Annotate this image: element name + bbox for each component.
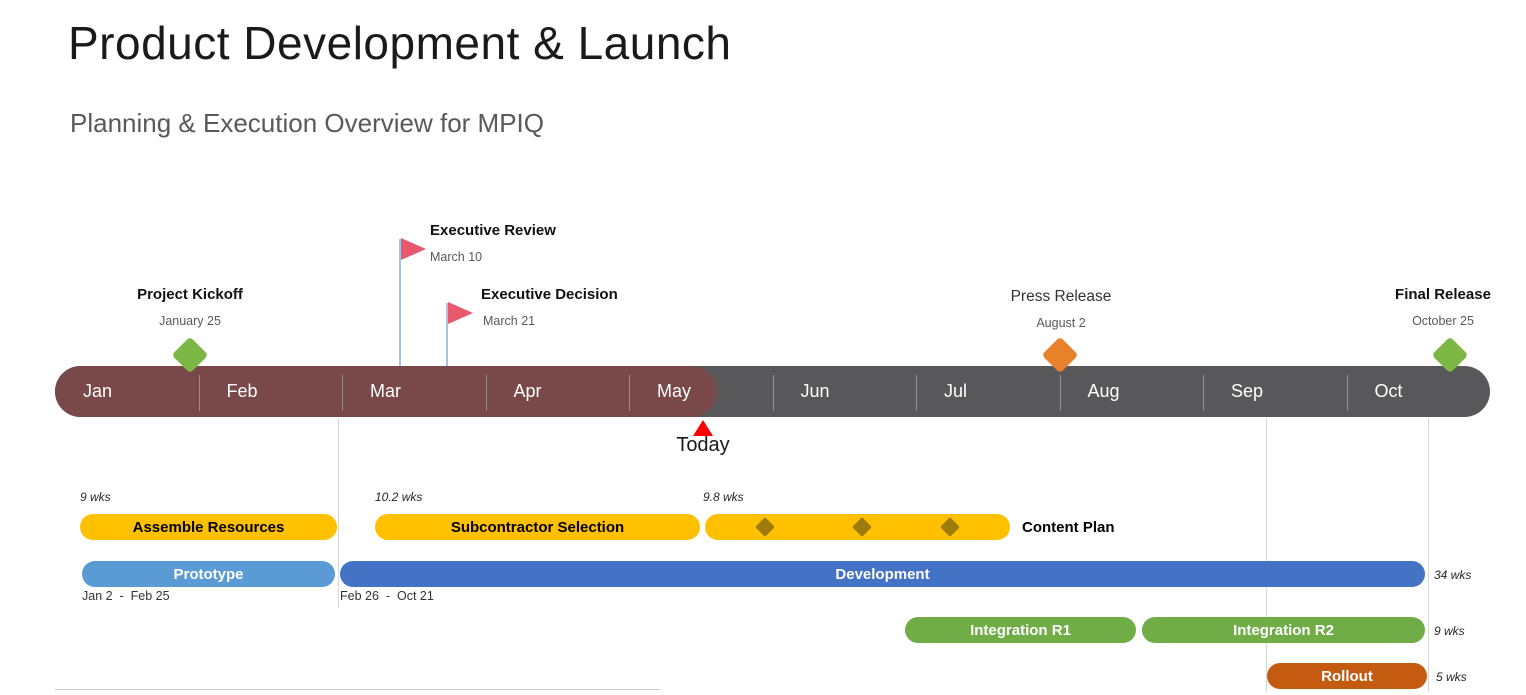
task-bar-assemble-resources: Assemble Resources	[80, 514, 337, 540]
month-label-sep: Sep	[1231, 381, 1264, 401]
content-plan-milestone-diamond-icon	[852, 517, 872, 537]
month-label-jul: Jul	[944, 381, 968, 401]
task-bar-integration-r2: Integration R2	[1142, 617, 1425, 643]
month-label-may: May	[657, 381, 692, 401]
duration-label-assemble-resources: 9 wks	[80, 490, 111, 504]
milestone-date-final-release: October 25	[1412, 314, 1474, 328]
milestone-title-project-kickoff: Project Kickoff	[137, 286, 243, 303]
page-subtitle: Planning & Execution Overview for MPIQ	[70, 108, 544, 138]
milestone-title-executive-review: Executive Review	[430, 222, 556, 239]
milestone-pole-executive-review	[399, 239, 401, 367]
task-label-prototype: Prototype	[173, 565, 244, 583]
milestone-date-executive-decision: March 21	[483, 314, 536, 328]
bottom-divider	[55, 689, 660, 690]
duration-label-rollout: 5 wks	[1436, 670, 1467, 684]
date-gridline-feb26	[338, 418, 339, 608]
milestone-title-final-release: Final Release	[1395, 286, 1491, 303]
duration-label-integration-r2: 9 wks	[1434, 624, 1465, 638]
page-title: Product Development & Launch	[68, 17, 732, 69]
timeline-band: Jan Feb Mar Apr May Jun Jul Aug Sep Oct	[55, 366, 1490, 417]
month-label-feb: Feb	[226, 381, 258, 401]
month-label-jan: Jan	[83, 381, 113, 401]
milestone-title-press-release: Press Release	[1010, 288, 1112, 305]
milestone-date-press-release: August 2	[1036, 316, 1086, 330]
month-label-apr: Apr	[513, 381, 542, 401]
task-bar-rollout: Rollout	[1267, 663, 1427, 689]
month-label-mar: Mar	[370, 381, 401, 401]
milestone-flag-executive-decision-icon	[448, 302, 473, 324]
task-bar-content-plan	[705, 514, 1010, 540]
duration-label-development: 34 wks	[1434, 568, 1472, 582]
month-tick	[772, 375, 774, 411]
duration-label-subcontractor-selection: 10.2 wks	[375, 490, 423, 504]
month-label-jun: Jun	[800, 381, 830, 401]
task-label-subcontractor-selection: Subcontractor Selection	[450, 518, 625, 536]
month-label-aug: Aug	[1087, 381, 1120, 401]
content-plan-milestone-diamond-icon	[940, 517, 960, 537]
task-bar-integration-r1: Integration R1	[905, 617, 1136, 643]
month-label-oct: Oct	[1374, 381, 1403, 401]
duration-label-content-plan: 9.8 wks	[703, 490, 744, 504]
task-label-development: Development	[835, 565, 930, 583]
milestone-title-executive-decision: Executive Decision	[481, 286, 618, 303]
date-gridline-sep15	[1266, 418, 1267, 692]
task-label-content-plan: Content Plan	[1022, 519, 1115, 536]
timeline-elapsed-segment	[55, 366, 717, 417]
task-bar-subcontractor-selection: Subcontractor Selection	[375, 514, 700, 540]
task-label-rollout: Rollout	[1321, 667, 1373, 685]
today-label: Today	[676, 434, 730, 456]
month-tick	[342, 375, 343, 411]
task-label-integration-r2: Integration R2	[1233, 621, 1334, 639]
date-gridline-oct21	[1428, 418, 1429, 692]
date-range-prototype: Jan 2 - Feb 25	[82, 589, 170, 603]
milestone-flag-executive-review-icon	[401, 238, 426, 260]
date-range-development: Feb 26 - Oct 21	[340, 589, 434, 603]
month-tick	[916, 375, 917, 411]
month-tick	[1059, 375, 1061, 411]
task-label-assemble-resources: Assemble Resources	[132, 518, 285, 536]
month-tick	[198, 375, 200, 411]
milestone-date-project-kickoff: January 25	[159, 314, 221, 328]
task-bar-prototype: Prototype	[82, 561, 335, 587]
month-tick	[1203, 375, 1204, 411]
today-marker-icon	[693, 420, 713, 436]
month-tick	[629, 375, 630, 411]
content-plan-milestone-diamond-icon	[755, 517, 775, 537]
month-tick	[1346, 375, 1348, 411]
task-bar-development: Development	[340, 561, 1425, 587]
milestone-pole-executive-decision	[446, 303, 448, 367]
task-label-integration-r1: Integration R1	[970, 621, 1071, 639]
month-tick	[485, 375, 487, 411]
milestone-date-executive-review: March 10	[430, 250, 483, 264]
